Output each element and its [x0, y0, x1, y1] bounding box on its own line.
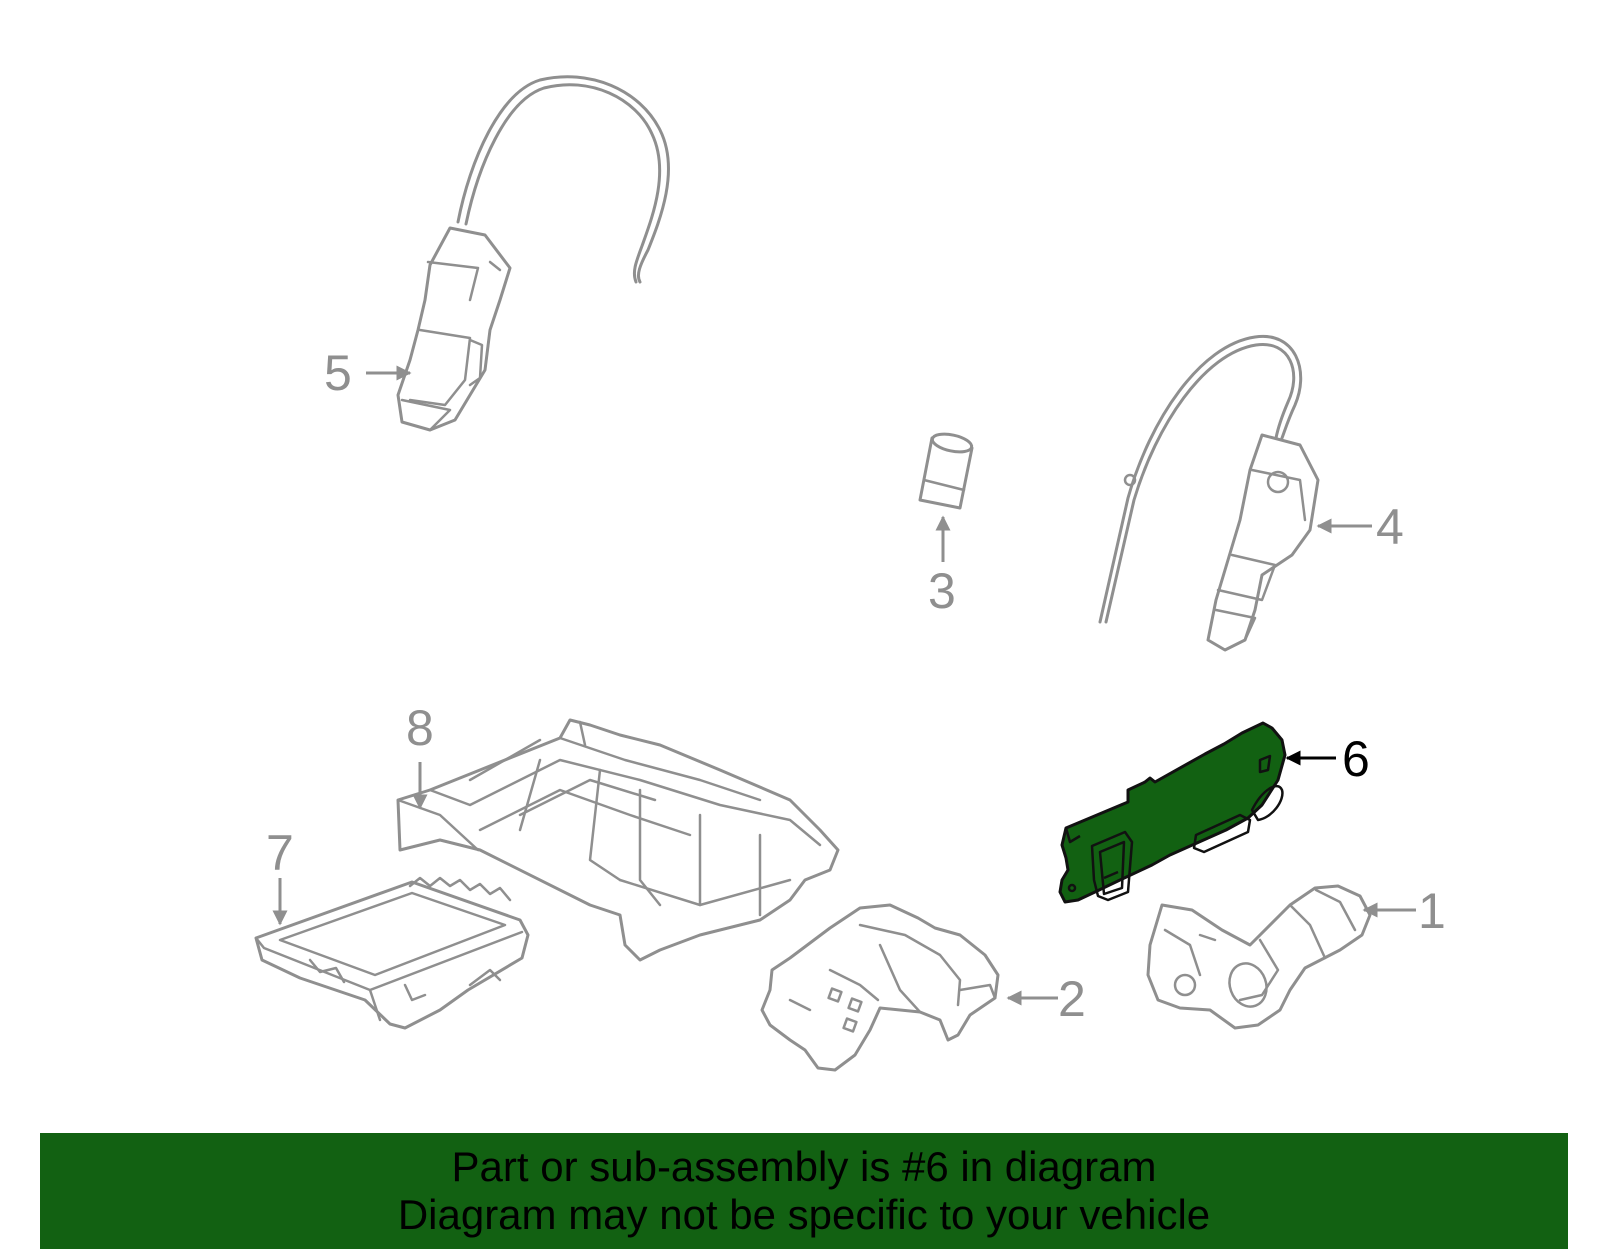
callout-6-label: 6 — [1342, 731, 1370, 787]
part-7-control-module — [254, 876, 530, 1030]
part-8-seat-frame — [396, 718, 840, 962]
part-5-actuator — [396, 75, 670, 432]
callout-5-label: 5 — [324, 345, 352, 401]
callout-1-label: 1 — [1418, 883, 1446, 939]
part-3-bushing — [918, 432, 974, 510]
callout-2-label: 2 — [1058, 971, 1086, 1027]
banner-line-disclaimer: Diagram may not be specific to your vehi… — [397, 1191, 1211, 1238]
callout-3-label: 3 — [928, 563, 956, 619]
part-6-seat-switch-highlighted[interactable] — [1058, 721, 1287, 904]
callout-7-label: 7 — [266, 825, 294, 881]
part-4-actuator — [1098, 334, 1320, 652]
banner-line-part-number: Part or sub-assembly is #6 in diagram — [451, 1143, 1157, 1190]
callout-4-label: 4 — [1376, 499, 1404, 555]
info-banner: Part or sub-assembly is #6 in diagram Di… — [40, 1133, 1568, 1249]
callout-8-label: 8 — [406, 700, 434, 756]
part-1-motor — [1146, 884, 1372, 1030]
part-2-bracket — [760, 903, 1000, 1072]
